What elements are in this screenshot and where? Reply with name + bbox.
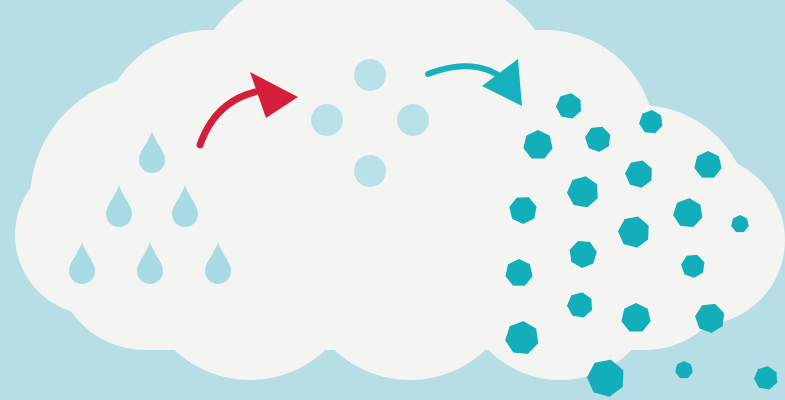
vapor-molecule-icon — [397, 104, 429, 136]
vapor-molecule-icon — [354, 155, 386, 187]
vapor-molecule-icon — [311, 104, 343, 136]
vapor-molecule-icon — [354, 59, 386, 91]
